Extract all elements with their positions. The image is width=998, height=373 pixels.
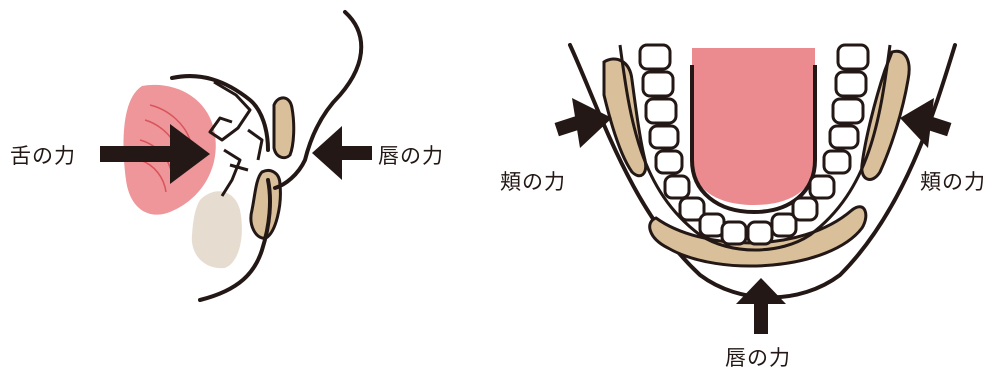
tongue-top [692,48,815,205]
inner-arch-outline [618,44,892,252]
right-cheek-muscle [860,49,911,181]
cheek-force-left-label: 頬の力 [500,170,566,194]
lip-force-side-arrow [312,126,372,180]
upper-front-tooth [272,96,296,160]
tongue-force-arrow [100,124,210,184]
cheek-force-right-label: 頬の力 [920,170,986,194]
lip-force-front-label: 唇の力 [725,346,791,370]
cheek-force-left-arrow [554,98,612,148]
lower-tooth-root [191,191,242,269]
dental-arch [638,43,870,246]
lip-force-front-arrow [736,278,786,334]
tongue-force-label: 舌の力 [10,144,76,168]
tooth-outline-sketch [208,80,264,197]
cheek-force-right-arrow [900,98,952,148]
face-profile-outline [273,10,364,190]
chin-outline [198,178,272,302]
lip-force-side-label: 唇の力 [378,144,444,168]
palate-line [170,74,270,152]
